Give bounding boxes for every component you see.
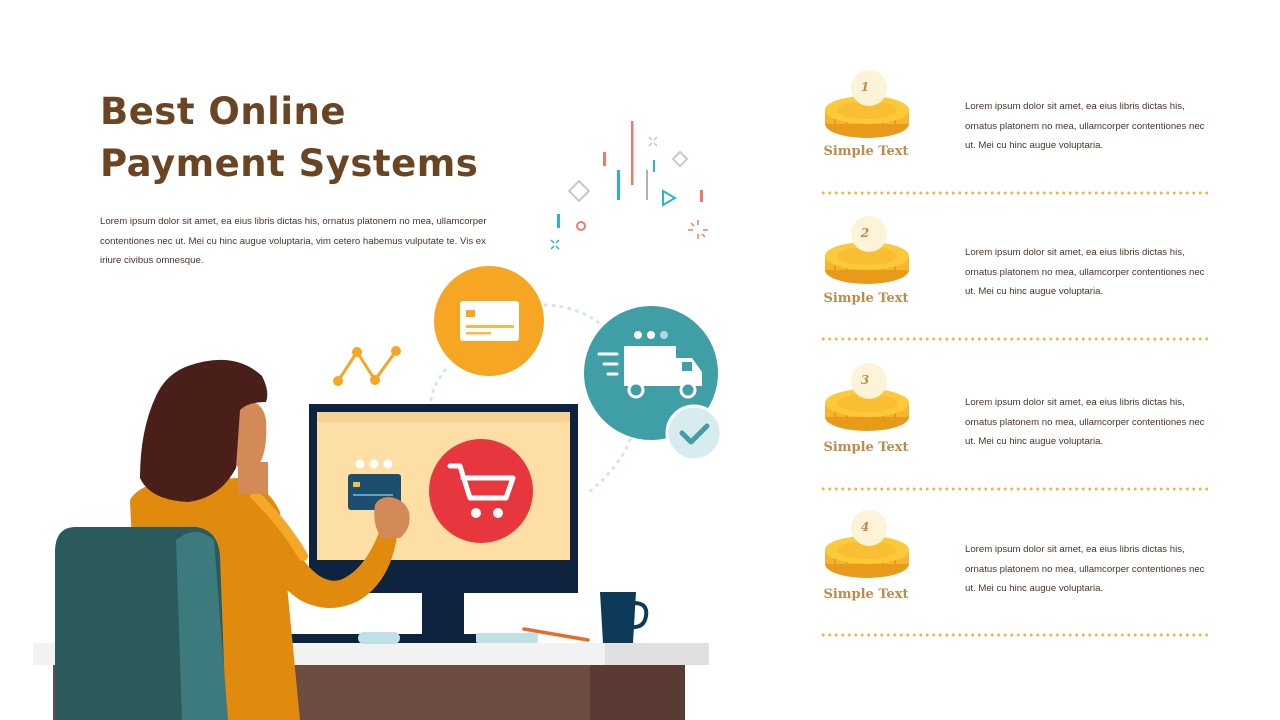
- page-title-line-2: Payment Systems: [100, 142, 479, 185]
- dotted-divider: [820, 191, 1212, 195]
- dotted-divider: [820, 337, 1212, 341]
- confetti-decoration: [550, 121, 708, 250]
- mouse: [358, 632, 400, 644]
- coin-stack-icon: [825, 70, 909, 138]
- office-chair: [55, 527, 228, 720]
- page-title-line-1: Best Online: [100, 90, 346, 133]
- item-number: 4: [860, 520, 870, 534]
- page-title: Best Online Payment Systems: [100, 86, 540, 190]
- feature-item-3: 3 Simple Text Lorem ipsum dolor sit amet…: [816, 363, 1216, 493]
- item-number: 1: [860, 80, 870, 94]
- item-label: Simple Text: [823, 144, 909, 159]
- item-description: Lorem ipsum dolor sit amet, ea eius libr…: [965, 544, 1205, 595]
- item-description: Lorem ipsum dolor sit amet, ea eius libr…: [965, 247, 1205, 298]
- intro-paragraph: Lorem ipsum dolor sit amet, ea eius libr…: [100, 216, 487, 267]
- dotted-divider: [820, 487, 1212, 491]
- item-label: Simple Text: [823, 587, 909, 602]
- dotted-divider: [820, 633, 1212, 637]
- keyboard: [476, 633, 538, 643]
- dotted-connector: [429, 303, 632, 497]
- credit-card-bubble: [434, 266, 544, 376]
- item-description: Lorem ipsum dolor sit amet, ea eius libr…: [965, 101, 1205, 152]
- item-description: Lorem ipsum dolor sit amet, ea eius libr…: [965, 397, 1205, 448]
- coffee-mug: [600, 592, 649, 643]
- shopping-cart-bubble: [429, 439, 533, 543]
- trend-line-icon: [333, 346, 401, 386]
- credit-card-icon: [460, 301, 519, 341]
- item-number: 3: [860, 373, 870, 387]
- feature-item-2: 2 Simple Text Lorem ipsum dolor sit amet…: [816, 216, 1216, 346]
- shopping-cart-icon: [447, 463, 516, 501]
- item-label: Simple Text: [823, 291, 909, 306]
- checkmark-icon: [679, 423, 710, 445]
- computer-monitor: [270, 404, 578, 643]
- coin-stack-icon: [825, 216, 909, 284]
- checkmark-bubble: [665, 404, 723, 462]
- delivery-truck-icon: [597, 331, 702, 399]
- feature-item-4: 4 Simple Text Lorem ipsum dolor sit amet…: [816, 510, 1216, 640]
- feature-item-1: 1 Simple Text Lorem ipsum dolor sit amet…: [816, 70, 1216, 200]
- coin-stack-icon: [825, 363, 909, 431]
- item-number: 2: [860, 226, 870, 240]
- coin-stack-icon: [825, 510, 909, 578]
- item-label: Simple Text: [823, 440, 909, 455]
- pencil: [522, 627, 590, 642]
